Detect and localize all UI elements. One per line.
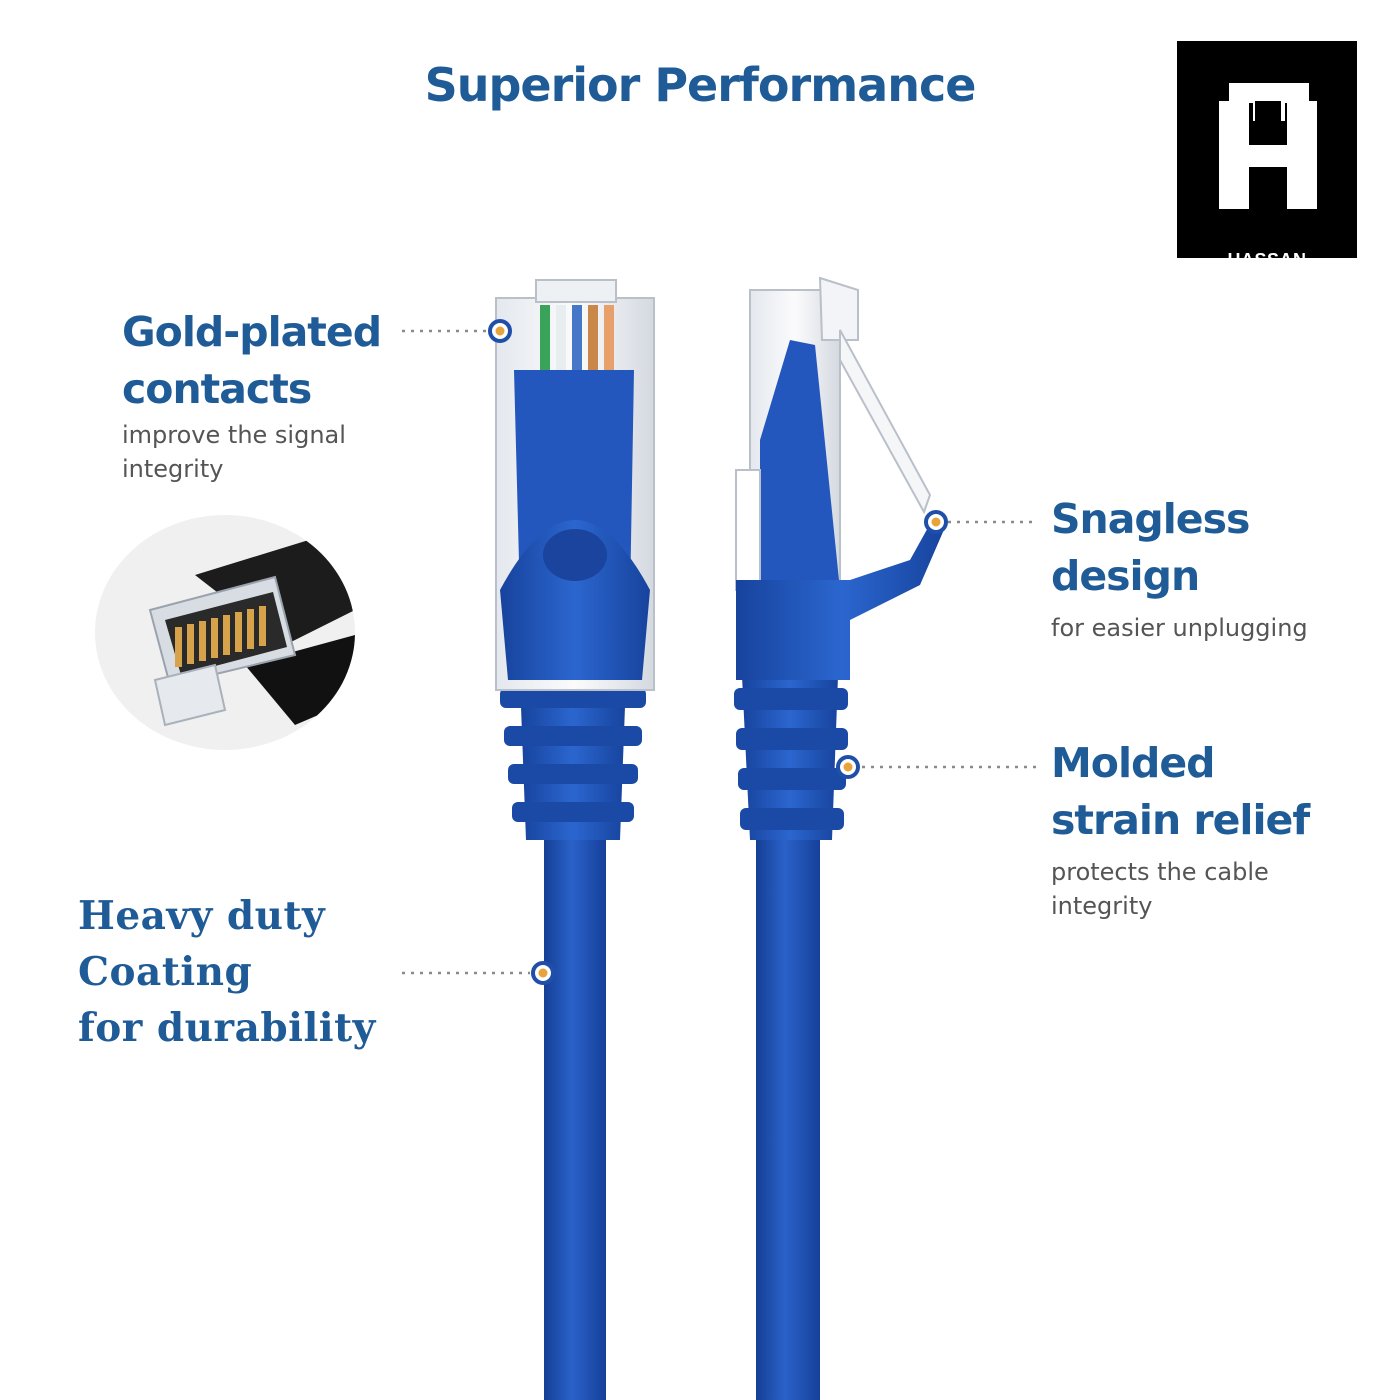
connector-closeup-image <box>95 515 355 750</box>
feature-gold-sub-2: integrity <box>122 455 224 483</box>
feature-gold-sub-1: improve the signal <box>122 421 346 449</box>
left-connector <box>495 279 655 1400</box>
callout-molded <box>836 755 1036 779</box>
page-title: Superior Performance <box>424 58 977 112</box>
feature-molded-heading-1: Molded <box>1051 739 1216 787</box>
left-cable <box>544 830 606 1400</box>
feature-molded-heading-2: strain relief <box>1051 796 1310 844</box>
brand-logo: HASSAN <box>1177 41 1357 270</box>
feature-gold-heading-1: Gold-plated <box>122 308 382 356</box>
feature-molded-sub-2: integrity <box>1051 892 1153 920</box>
feature-heavy-heading-2: Coating <box>78 949 253 995</box>
callout-heavy <box>402 961 555 985</box>
feature-snagless-heading-2: design <box>1051 552 1200 600</box>
callout-gold <box>402 319 512 343</box>
right-connector <box>734 276 946 1400</box>
feature-heavy-heading-3: for durability <box>78 1005 376 1051</box>
callout-snagless <box>924 510 1036 534</box>
feature-heavy-heading-1: Heavy duty <box>78 893 326 939</box>
logo-text: HASSAN <box>1227 250 1307 270</box>
feature-gold-heading-2: contacts <box>122 365 312 413</box>
feature-snagless-heading-1: Snagless <box>1051 495 1250 543</box>
feature-molded-sub-1: protects the cable <box>1051 858 1269 886</box>
hassan-logo-icon <box>1219 83 1317 209</box>
right-cable <box>756 830 820 1400</box>
feature-snagless-sub-1: for easier unplugging <box>1051 614 1308 642</box>
